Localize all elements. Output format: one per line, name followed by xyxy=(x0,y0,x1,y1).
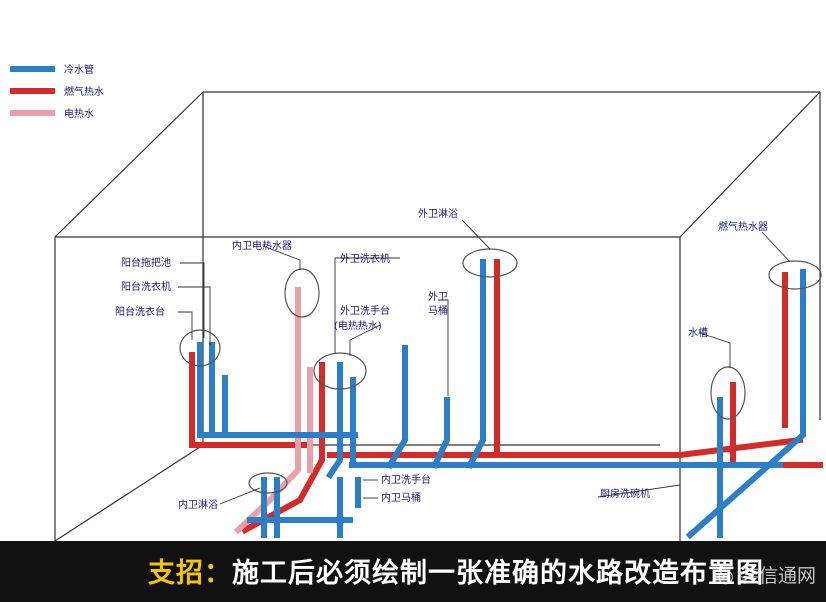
label-outer-bath-washer: 外卫洗衣机 xyxy=(340,252,390,265)
caption-bar xyxy=(0,541,826,602)
label-outer-bath-toilet-a: 外卫 xyxy=(428,291,448,303)
legend-swatch-electric-hot xyxy=(10,110,55,116)
electric-hot-pipes xyxy=(233,287,313,535)
marker-outer-basin xyxy=(313,352,367,390)
label-inner-bath-toilet: 内卫马桶 xyxy=(381,491,421,504)
label-gas-heater: 燃气热水器 xyxy=(718,220,768,233)
marker-balcony xyxy=(179,329,221,367)
cold-pipes xyxy=(197,259,806,540)
marker-inner-shower xyxy=(248,472,288,494)
marker-outer-shower xyxy=(462,248,518,278)
watermark: ◎ 装信通网 xyxy=(717,565,816,587)
label-balcony-sink: 阳台洗衣台 xyxy=(115,305,165,318)
legend-label-gas-hot: 燃气热水 xyxy=(64,85,104,98)
label-outer-bath-shower: 外卫淋浴 xyxy=(418,207,458,220)
label-inner-bath-shower: 内卫淋浴 xyxy=(178,498,218,511)
label-outer-bath-basin: 外卫洗手台 xyxy=(340,304,390,317)
label-inner-bath-heater: 内卫电热水器 xyxy=(232,239,292,252)
legend-swatch-gas-hot xyxy=(10,88,55,94)
label-outer-bath-basin-note: (电热热水) xyxy=(334,319,382,332)
label-balcony-washer: 阳台洗衣机 xyxy=(121,280,171,293)
label-kitchen-sink: 水槽 xyxy=(688,326,708,339)
legend: 冷水管 燃气热水 电热水 xyxy=(10,63,104,120)
legend-label-cold: 冷水管 xyxy=(64,63,94,76)
marker-kitchen-sink xyxy=(710,366,746,420)
room-outline xyxy=(54,91,821,542)
fixture-markers xyxy=(179,248,822,494)
caption-body: 施工后必须绘制一张准确的水路改造布置图 xyxy=(232,558,764,589)
label-kitchen-dishwasher: 厨房洗碗机 xyxy=(600,487,650,500)
marker-inner-heater xyxy=(284,268,320,318)
legend-swatch-cold xyxy=(10,66,55,72)
legend-label-electric-hot: 电热水 xyxy=(64,107,94,120)
marker-gas-heater xyxy=(768,260,822,290)
label-outer-bath-toilet-b: 马桶 xyxy=(428,304,448,317)
fixture-labels: 阳台拖把池 阳台洗衣机 阳台洗衣台 内卫电热水器 外卫洗衣机 外卫洗手台 (电热… xyxy=(115,207,768,511)
leader-lines xyxy=(178,219,791,505)
label-balcony-mop-pool: 阳台拖把池 xyxy=(121,256,171,269)
caption-prefix: 支招： xyxy=(148,558,232,589)
caption: 支招：施工后必须绘制一张准确的水路改造布置图 xyxy=(148,551,764,590)
label-inner-bath-basin: 内卫洗手台 xyxy=(381,473,431,486)
